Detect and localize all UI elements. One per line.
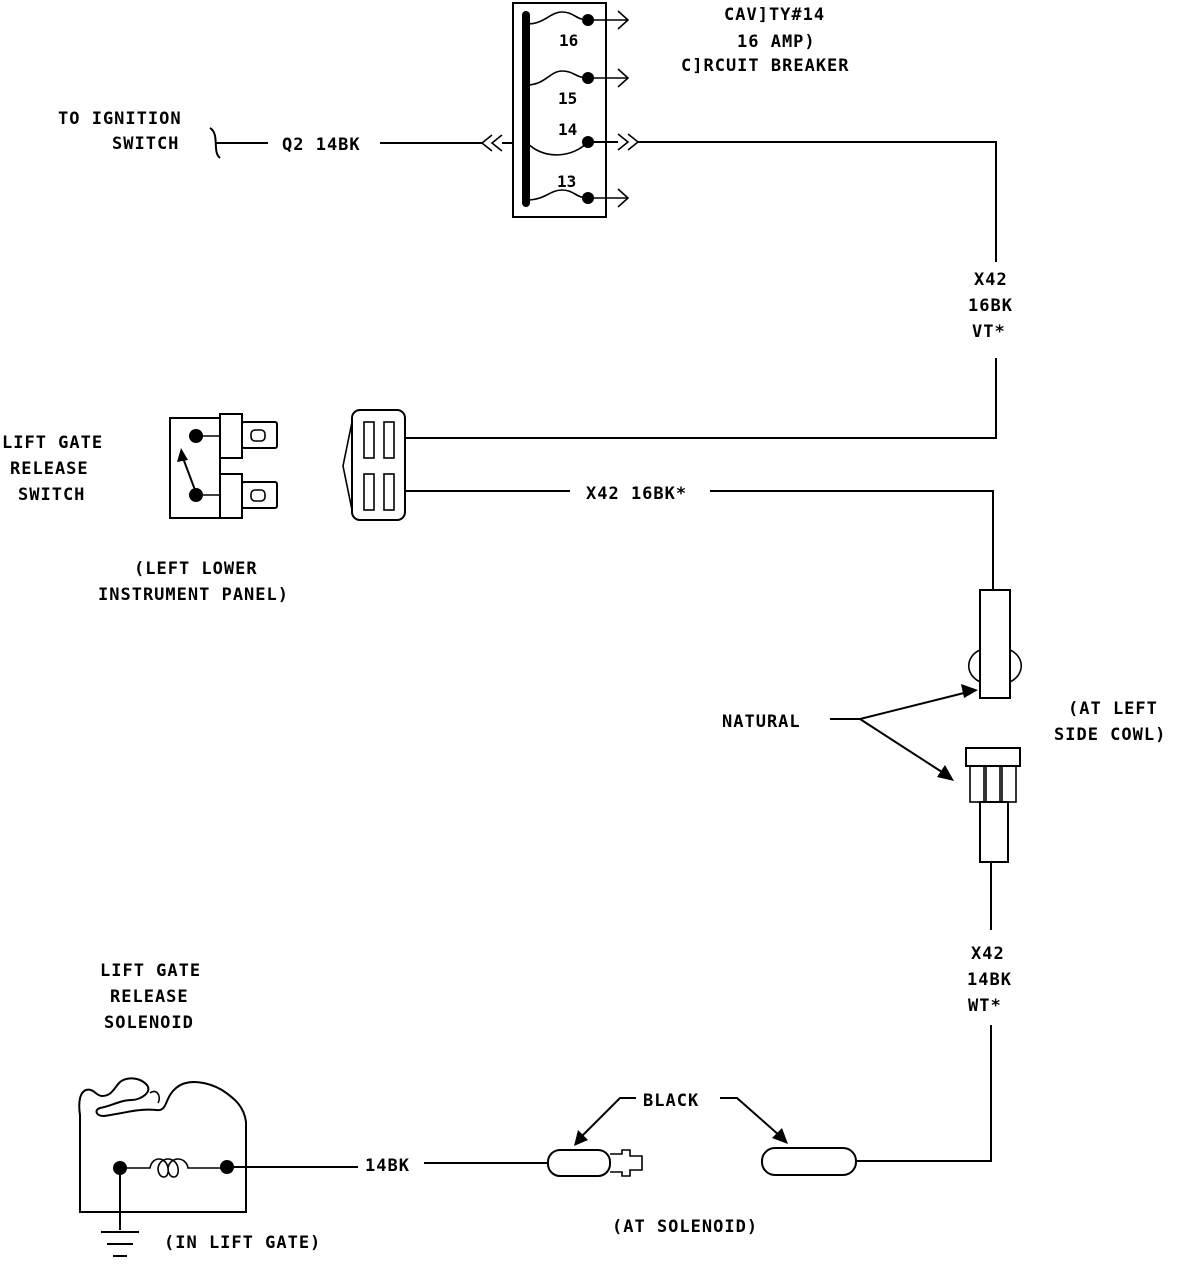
fuse-element-15-icon xyxy=(526,70,589,86)
coil-icon xyxy=(120,1158,227,1178)
breaker-cavity-label: CAV]TY#14 xyxy=(724,5,825,25)
connector-pin xyxy=(985,765,1001,803)
housing-notch xyxy=(149,1090,161,1104)
leader-line xyxy=(720,1097,781,1137)
output-arrow-icon xyxy=(594,188,630,208)
leader-line xyxy=(859,718,946,775)
cowl-location-label: (AT LEFT xyxy=(1068,699,1158,719)
pointer-arrow-icon xyxy=(961,684,978,698)
ignition-label: SWITCH xyxy=(112,134,179,154)
wire-x42-wt-lower xyxy=(856,1025,992,1162)
switch-tab-lower xyxy=(219,473,243,519)
cowl-connector-female xyxy=(967,589,1023,699)
wire-x42-16bk-right xyxy=(710,490,994,590)
pointer-arrow-icon xyxy=(937,765,954,781)
wire-label-gauge: 14BK xyxy=(967,970,1012,990)
black-label: BLACK xyxy=(643,1091,699,1111)
connector-cavity xyxy=(383,473,395,511)
solenoid-terminal xyxy=(220,1160,234,1174)
wire-label-gauge: 16BK xyxy=(968,296,1013,316)
switch-harness-connector xyxy=(342,409,406,521)
natural-label: NATURAL xyxy=(722,712,801,732)
solenoid-connector-location: (AT SOLENOID) xyxy=(612,1217,758,1237)
connector-cavity xyxy=(363,473,375,511)
connector-cavity xyxy=(383,421,395,459)
switch-location-label: INSTRUMENT PANEL) xyxy=(98,585,289,605)
wire-label-14bk: 14BK xyxy=(365,1156,410,1176)
breaker-amp-label: 16 AMP) xyxy=(737,32,816,52)
slot-label: 13 xyxy=(557,172,576,191)
switch-blade-lower xyxy=(241,481,278,509)
wire-x42-vt xyxy=(638,141,997,262)
wire-x42-vt-lower xyxy=(405,358,997,439)
solenoid-connector-harness xyxy=(761,1147,857,1176)
slot-label: 15 xyxy=(558,89,577,108)
wire-break-icon xyxy=(209,127,268,159)
blade-hole xyxy=(250,429,266,442)
wire-label-tracer: VT* xyxy=(972,322,1006,342)
slot-label: 14 xyxy=(558,120,577,139)
terminal-dot xyxy=(582,72,594,84)
switch-body xyxy=(169,417,221,519)
leader-line xyxy=(581,1097,636,1137)
solenoid-label: RELEASE xyxy=(110,987,189,1007)
connector-pin xyxy=(969,765,985,803)
switch-label: SWITCH xyxy=(18,485,85,505)
output-arrow-icon xyxy=(594,68,630,88)
output-connector-icon xyxy=(617,133,640,151)
input-connector-icon xyxy=(480,134,503,152)
plug-nipple-icon xyxy=(610,1149,643,1177)
connector-cap xyxy=(965,747,1021,767)
wire-label-q2: Q2 14BK xyxy=(282,135,361,155)
blade-hole xyxy=(250,489,266,502)
connector-lock xyxy=(967,649,1023,683)
solenoid-label: LIFT GATE xyxy=(100,961,201,981)
connector-pin xyxy=(1001,765,1017,803)
ignition-label: TO IGNITION xyxy=(58,109,182,129)
switch-tab-upper xyxy=(219,413,243,459)
wire-label-tracer: WT* xyxy=(968,996,1002,1016)
switch-lever-arrow-icon xyxy=(177,448,188,462)
slot-label: 16 xyxy=(559,31,578,50)
leader-line xyxy=(859,691,969,720)
pointer-arrow-icon xyxy=(772,1128,788,1144)
pointer-arrow-icon xyxy=(574,1130,588,1146)
fuse-block-outline xyxy=(512,2,607,218)
connector-body xyxy=(979,589,1011,699)
wire-label-x42: X42 xyxy=(974,270,1008,290)
breaker-type-label: C]RCUIT BREAKER xyxy=(681,56,850,76)
connector-latch xyxy=(342,421,353,511)
circuit-breaker-arc-icon xyxy=(526,141,589,156)
wire-label-x42-16bk: X42 16BK* xyxy=(586,484,687,504)
connector-body xyxy=(979,801,1009,863)
switch-label: LIFT GATE xyxy=(2,433,103,453)
lift-gate-solenoid xyxy=(78,1077,247,1257)
lift-gate-switch xyxy=(169,413,278,519)
switch-location-label: (LEFT LOWER xyxy=(134,559,258,579)
solenoid-connector-plug xyxy=(547,1149,611,1177)
cowl-connector-male xyxy=(965,747,1021,863)
connector-cavity xyxy=(363,421,375,459)
switch-blade-upper xyxy=(241,421,278,449)
fuse-element-16-icon xyxy=(526,11,589,25)
switch-lever-icon xyxy=(182,457,196,491)
terminal-dot xyxy=(582,192,594,204)
fuse-element-13-icon xyxy=(526,189,589,201)
wire-label-x42: X42 xyxy=(971,944,1005,964)
fuse-block: 16 15 14 13 xyxy=(512,2,630,218)
switch-label: RELEASE xyxy=(10,459,89,479)
solenoid-location-label: (IN LIFT GATE) xyxy=(164,1233,321,1253)
solenoid-label: SOLENOID xyxy=(104,1013,194,1033)
terminal-dot xyxy=(582,14,594,26)
output-arrow-icon xyxy=(594,10,630,30)
terminal-dot xyxy=(582,136,594,148)
connector-body xyxy=(351,409,406,521)
solenoid-housing xyxy=(78,1077,247,1213)
cowl-location-label: SIDE COWL) xyxy=(1054,725,1166,745)
